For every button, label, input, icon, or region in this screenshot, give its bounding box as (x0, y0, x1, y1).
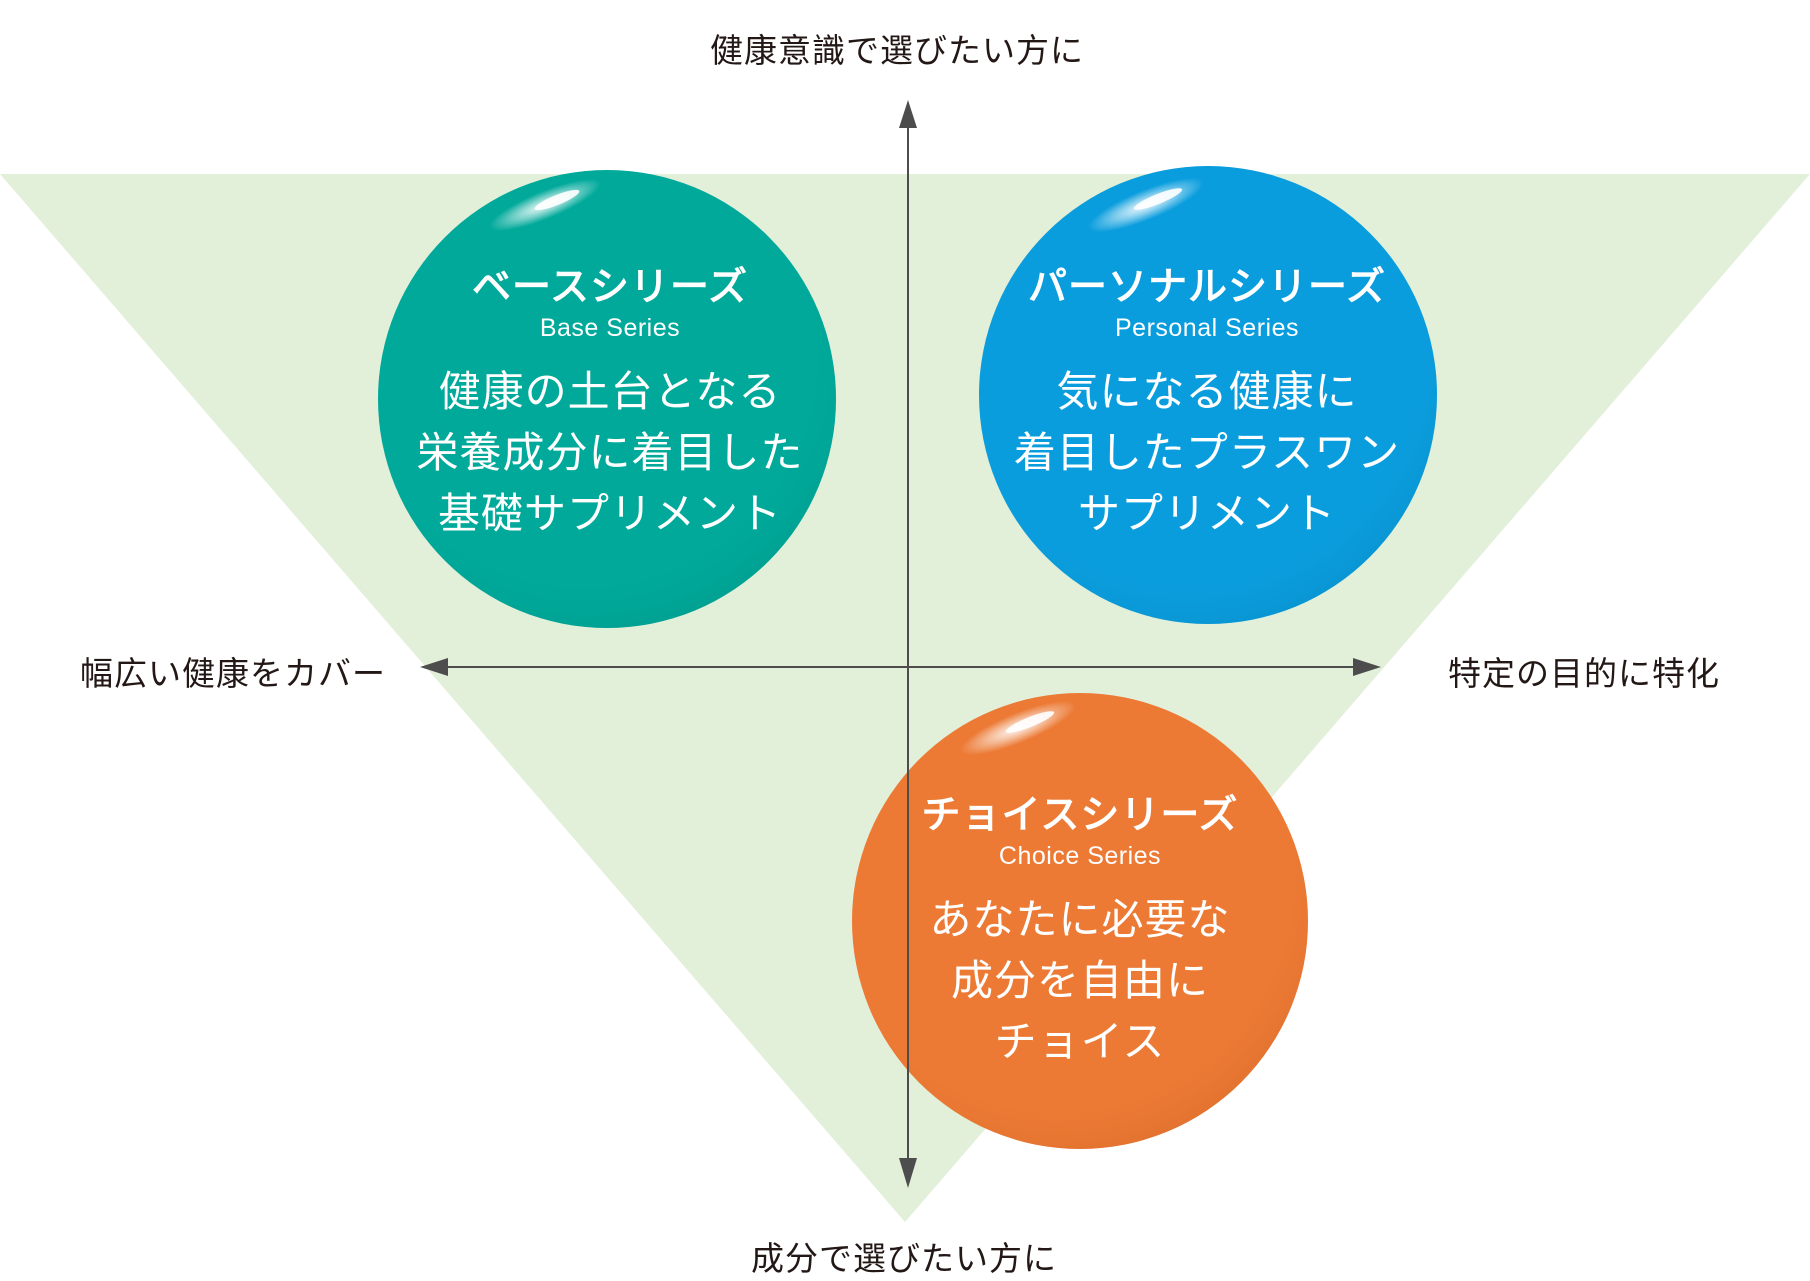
choice-series-text: チョイスシリーズ Choice Series あなたに必要な 成分を自由に チョ… (850, 784, 1310, 1072)
personal-series-description: 気になる健康に 着目したプラスワン サプリメント (977, 361, 1437, 544)
personal-series-circle (979, 166, 1437, 624)
description-line: 栄養成分に着目した (416, 428, 804, 477)
personal-series-subtitle: Personal Series (1115, 314, 1299, 342)
horizontal-axis (420, 658, 1381, 676)
choice-series-description: あなたに必要な 成分を自由に チョイス (850, 889, 1310, 1072)
description-line: 健康の土台となる (438, 367, 782, 416)
description-line: あなたに必要な (929, 895, 1231, 944)
base-series-description: 健康の土台となる 栄養成分に着目した 基礎サプリメント (380, 361, 840, 544)
axis-label-left: 幅広い健康をカバー (80, 654, 386, 693)
description-line: 基礎サプリメント (437, 489, 782, 538)
description-line: 着目したプラスワン (1013, 428, 1401, 477)
choice-series-subtitle: Choice Series (998, 842, 1162, 870)
arrow-down-icon (899, 1158, 917, 1188)
description-line: チョイス (994, 1017, 1166, 1066)
description-line: 気になる健康に (1056, 367, 1358, 416)
description-line: 成分を自由に (950, 956, 1209, 1005)
base-series-circle (378, 170, 836, 628)
choice-series-title: チョイスシリーズ (921, 793, 1239, 838)
personal-series-text: パーソナルシリーズ Personal Series 気になる健康に 着目したプラ… (977, 256, 1437, 544)
axis-label-bottom: 成分で選びたい方に (751, 1239, 1057, 1278)
arrow-right-icon (1353, 658, 1381, 676)
arrow-up-icon (899, 100, 917, 128)
base-series-subtitle: Base Series (539, 314, 681, 342)
axis-label-right: 特定の目的に特化 (1448, 654, 1720, 693)
description-line: サプリメント (1077, 489, 1336, 538)
base-series-text: ベースシリーズ Base Series 健康の土台となる 栄養成分に着目した 基… (380, 256, 840, 544)
personal-series-title: パーソナルシリーズ (1027, 265, 1387, 310)
choice-series-circle (852, 693, 1308, 1149)
axis-label-top: 健康意識で選びたい方に (710, 31, 1084, 70)
arrow-left-icon (420, 658, 448, 676)
base-series-title: ベースシリーズ (471, 265, 749, 310)
vertical-axis (899, 100, 917, 1188)
